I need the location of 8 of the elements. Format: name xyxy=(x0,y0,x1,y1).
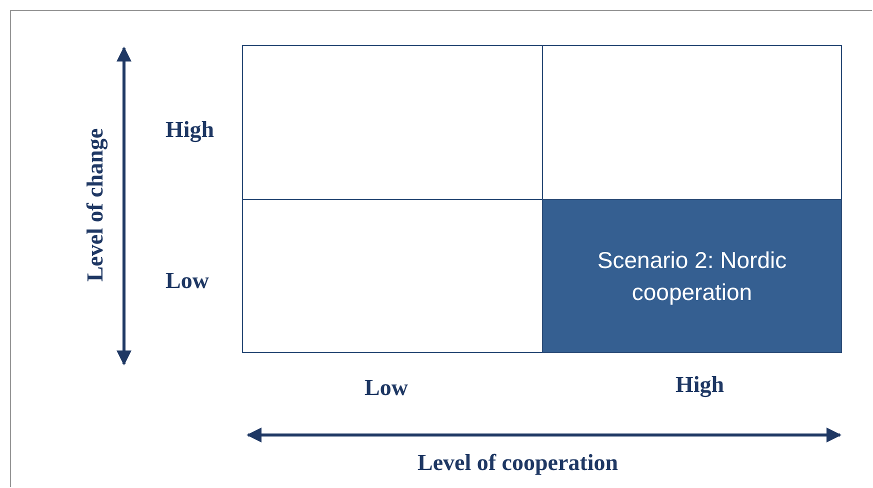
scenario-label: Scenario 2: Nordic cooperation xyxy=(596,246,788,307)
axis-tick-label: Low xyxy=(166,268,209,294)
scenario-cell xyxy=(542,199,842,353)
axis-title: Level of cooperation xyxy=(418,450,618,476)
axis-tick-label: Low xyxy=(364,375,408,401)
axis-title: Level of change xyxy=(82,128,108,282)
axis-tick-label: High xyxy=(166,117,214,143)
axis-tick-label: High xyxy=(676,372,724,398)
